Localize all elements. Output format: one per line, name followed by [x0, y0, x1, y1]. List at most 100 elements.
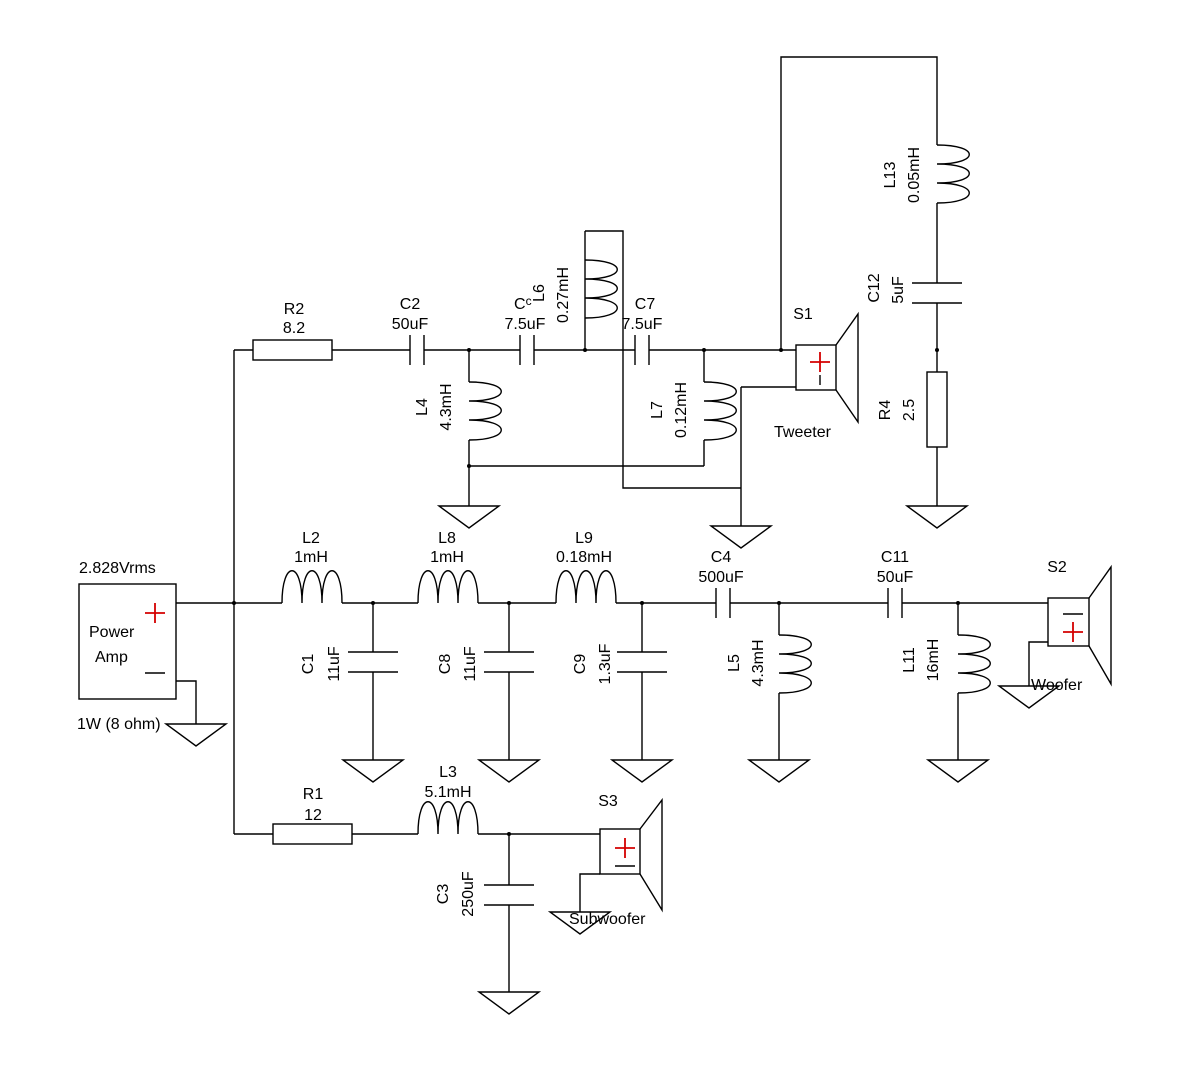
c3-value: 250uF [460, 871, 477, 917]
c5-ref: Cc [514, 294, 532, 313]
capacitor-c7 [634, 335, 650, 365]
l7-value: 0.12mH [673, 382, 690, 438]
r4-value: 2.5 [901, 399, 918, 421]
r1-ref: R1 [303, 786, 324, 803]
power-amp [78, 583, 177, 700]
ground-icon [996, 685, 1062, 709]
l4-ref: L4 [414, 398, 431, 416]
capacitor-c9 [617, 651, 667, 673]
ground-icon [476, 759, 542, 783]
ground-icon [547, 911, 613, 935]
l7-ref: L7 [649, 401, 666, 419]
capacitor-c1 [348, 651, 398, 673]
l8-value: 1mH [430, 549, 464, 566]
speaker-s2-woofer [1047, 564, 1112, 687]
r2-ref: R2 [284, 301, 305, 318]
inductor-l4 [468, 381, 502, 441]
l5-ref: L5 [726, 654, 743, 672]
l8-ref: L8 [438, 530, 456, 547]
junction-dots [232, 348, 960, 836]
inductor-l9 [555, 570, 617, 604]
ground-icon [476, 991, 542, 1015]
l2-ref: L2 [302, 530, 320, 547]
c9-ref: C9 [572, 654, 589, 675]
inductor-l8 [417, 570, 479, 604]
c5-value: 7.5uF [505, 316, 546, 333]
s2-ref: S2 [1047, 559, 1067, 576]
c12-ref: C12 [866, 273, 883, 302]
l2-value: 1mH [294, 549, 328, 566]
capacitor-c2 [409, 335, 425, 365]
resistor-r1 [272, 823, 353, 845]
l13-ref: L13 [882, 162, 899, 189]
ground-symbols [163, 505, 1062, 1015]
ground-icon [904, 505, 970, 529]
ground-icon [340, 759, 406, 783]
c7-ref: C7 [635, 296, 656, 313]
inductor-l11 [957, 634, 991, 694]
l6-value: 0.27mH [555, 267, 572, 323]
c8-value: 11uF [462, 646, 479, 682]
ground-icon [746, 759, 812, 783]
s3-ref: S3 [598, 793, 618, 810]
l3-ref: L3 [439, 764, 457, 781]
c1-value: 11uF [326, 646, 343, 682]
s3-label: Subwoofer [569, 911, 646, 928]
c12-value: 5uF [890, 276, 907, 304]
inductor-l5 [778, 634, 812, 694]
c7-value: 7.5uF [622, 316, 663, 333]
amp-voltage-label: 2.828Vrms [79, 560, 156, 577]
l4-value: 4.3mH [438, 383, 455, 430]
amp-name-label-1: Power [89, 624, 135, 641]
c11-ref: C11 [881, 549, 909, 566]
amp-name-label-2: Amp [95, 649, 128, 666]
inductor-l3 [417, 801, 479, 835]
ground-icon [163, 723, 229, 747]
l9-ref: L9 [575, 530, 593, 547]
r1-value: 12 [304, 807, 322, 824]
l13-value: 0.05mH [906, 147, 923, 203]
ground-icon [609, 759, 675, 783]
ground-icon [708, 525, 774, 549]
c11-value: 50uF [877, 569, 914, 586]
l11-value: 16mH [925, 639, 942, 682]
l11-ref: L11 [901, 647, 918, 673]
inductor-l13 [936, 144, 970, 204]
capacitor-c11 [887, 588, 903, 618]
speaker-s1-tweeter [795, 311, 859, 425]
speaker-s3-subwoofer [599, 797, 663, 913]
c2-ref: C2 [400, 296, 421, 313]
ground-icon [925, 759, 991, 783]
c9-value: 1.3uF [597, 643, 614, 684]
r4-ref: R4 [877, 400, 894, 421]
c2-value: 50uF [392, 316, 429, 333]
capacitor-c3 [484, 884, 534, 906]
c4-value: 500uF [698, 569, 744, 586]
s1-label: Tweeter [774, 424, 832, 441]
c1-ref: C1 [300, 654, 317, 675]
ground-icon [436, 505, 502, 529]
l3-value: 5.1mH [424, 784, 471, 801]
c4-ref: C4 [711, 549, 732, 566]
c8-ref: C8 [437, 654, 454, 675]
c3-ref: C3 [435, 884, 452, 905]
r2-value: 8.2 [283, 320, 305, 337]
s1-ref: S1 [793, 306, 813, 323]
s2-label: Woofer [1031, 677, 1083, 694]
capacitor-c8 [484, 651, 534, 673]
l6-ref: L6 [531, 284, 548, 302]
capacitor-c12 [912, 282, 962, 304]
wires [176, 56, 1048, 992]
capacitor-c5 [519, 335, 535, 365]
capacitor-c4 [715, 588, 731, 618]
resistor-r4 [926, 371, 948, 448]
l9-value: 0.18mH [556, 549, 612, 566]
inductor-l2 [281, 570, 343, 604]
inductor-l7 [703, 381, 737, 441]
resistor-r2 [252, 339, 333, 361]
l5-value: 4.3mH [750, 639, 767, 686]
inductor-l6 [584, 259, 618, 319]
labels: 2.828Vrms Power Amp 1W (8 ohm) R2 8.2 C2… [77, 147, 1083, 928]
amp-power-label: 1W (8 ohm) [77, 716, 161, 733]
